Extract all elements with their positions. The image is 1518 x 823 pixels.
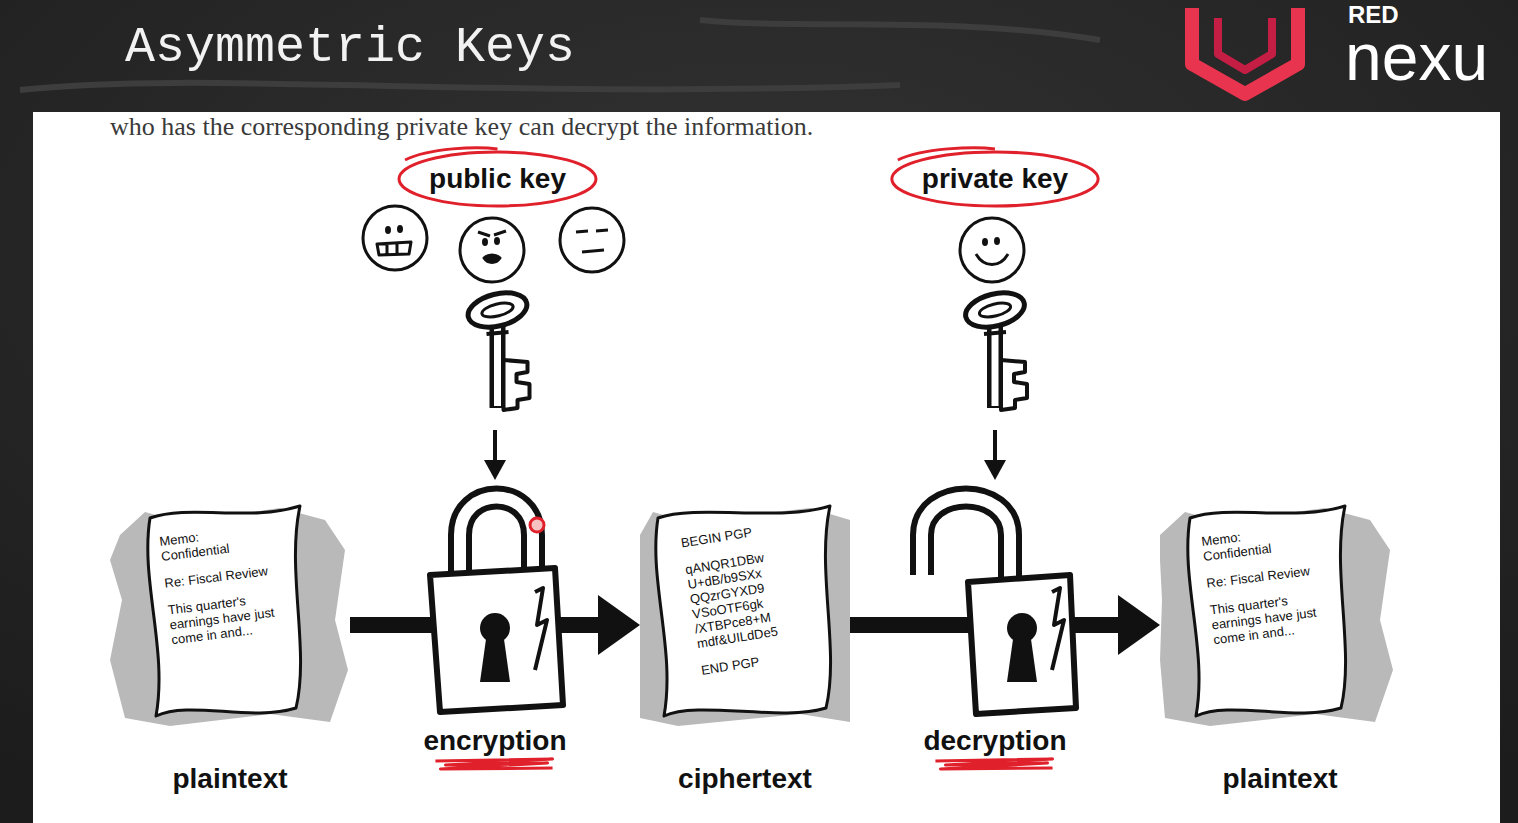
padlock: encryption bbox=[415, 480, 575, 785]
face-eye bbox=[482, 238, 488, 246]
document-text: This quarter's earnings have just come i… bbox=[167, 590, 280, 648]
lock-shine bbox=[1052, 588, 1064, 670]
arrow-connector bbox=[984, 430, 1006, 480]
arrow-head bbox=[484, 460, 506, 480]
arrow-shaft bbox=[350, 617, 415, 633]
key-figure bbox=[962, 287, 1028, 410]
arrow-connector bbox=[575, 595, 640, 655]
logo-hexagon bbox=[1192, 8, 1298, 94]
face-eye bbox=[994, 237, 1000, 245]
title-holder: Asymmetric Keys bbox=[125, 20, 575, 75]
document-sheet: Memo: ConfidentialRe: Fiscal ReviewThis … bbox=[1160, 500, 1400, 810]
lock-keyhole bbox=[1007, 632, 1037, 682]
key-holder-figure: public key bbox=[360, 140, 635, 430]
document-sheet: Memo: ConfidentialRe: Fiscal ReviewThis … bbox=[110, 500, 350, 810]
arrow-shaft bbox=[993, 430, 997, 462]
paper-sheet bbox=[148, 506, 301, 716]
lock-body bbox=[968, 575, 1076, 714]
red-circle-mark bbox=[892, 152, 1098, 206]
arrow-bar-stub bbox=[910, 617, 974, 633]
lock-shackle-light bbox=[922, 498, 1010, 581]
key-ring-hole bbox=[978, 300, 1012, 319]
key-ring-hole bbox=[481, 300, 515, 319]
lock-caption: decryption bbox=[923, 724, 1066, 758]
red-circle-tail bbox=[898, 148, 995, 160]
arrow-head bbox=[984, 460, 1006, 480]
face-outline bbox=[460, 218, 524, 282]
arrow-connector bbox=[850, 625, 910, 626]
arrow-shaft bbox=[850, 617, 910, 633]
arrow-shaft bbox=[575, 617, 600, 633]
arrow-connector bbox=[1080, 595, 1160, 655]
key-bit bbox=[1001, 360, 1027, 410]
red-scribble bbox=[435, 759, 552, 769]
face-outline bbox=[560, 208, 624, 272]
pointer-cursor bbox=[530, 518, 544, 532]
key-ring bbox=[962, 287, 1028, 333]
red-scribble bbox=[935, 759, 1052, 769]
arrow-connector bbox=[350, 625, 415, 626]
face-figure bbox=[460, 218, 524, 282]
face-eye bbox=[982, 238, 988, 246]
excerpt-text: who has the corresponding private key ca… bbox=[110, 113, 813, 142]
logo-hexagon-inner bbox=[1218, 18, 1272, 70]
key-collar bbox=[984, 332, 1006, 334]
paper-sheet bbox=[656, 506, 831, 716]
document-text: Re: Fiscal Review bbox=[164, 564, 273, 592]
document-caption: ciphertext bbox=[678, 762, 812, 796]
face-eye bbox=[385, 226, 391, 234]
face-mouth bbox=[976, 254, 1008, 265]
lock-shine bbox=[535, 588, 547, 670]
face-eyes bbox=[576, 230, 608, 232]
label-holder: nexu bbox=[1345, 24, 1488, 90]
key-shaft-light bbox=[992, 328, 999, 406]
arrow-shaft bbox=[493, 430, 497, 462]
face-outline bbox=[363, 206, 427, 270]
document-text: qANQR1DBw U+dB/b9SXx QQzrGYXD9 VSoOTF6gk… bbox=[684, 548, 795, 652]
key-bit bbox=[504, 360, 530, 410]
lock-shackle bbox=[922, 498, 1010, 581]
key-label: private key bbox=[922, 162, 1068, 196]
document-text: Re: Fiscal Review bbox=[1206, 564, 1315, 592]
face-mouth bbox=[377, 242, 411, 255]
document-text: END PGP bbox=[700, 648, 799, 678]
face-mouth bbox=[582, 250, 604, 252]
document-caption: plaintext bbox=[172, 762, 287, 796]
key-label: public key bbox=[429, 162, 566, 196]
face-eye bbox=[397, 225, 403, 233]
arrow-connector bbox=[484, 430, 506, 480]
lock-caption: encryption bbox=[423, 724, 566, 758]
red-circle-mark bbox=[399, 152, 596, 206]
key-collar bbox=[487, 332, 509, 334]
face-outline bbox=[960, 218, 1024, 282]
arrow-shaft bbox=[1080, 617, 1120, 633]
arrow-head bbox=[1118, 595, 1160, 655]
lock-body bbox=[430, 568, 563, 712]
document-text: This quarter's earnings have just come i… bbox=[1209, 590, 1322, 648]
paper-sheet bbox=[1188, 506, 1346, 716]
face-figure bbox=[560, 208, 624, 272]
face-figure bbox=[960, 218, 1024, 282]
key-shaft-light bbox=[494, 328, 501, 406]
chalk-smudge bbox=[20, 20, 1100, 90]
logo-text: nexu bbox=[1345, 24, 1488, 90]
key-holder-figure: private key bbox=[870, 140, 1120, 430]
key-figure bbox=[465, 287, 531, 410]
red-circle-tail bbox=[405, 148, 497, 160]
face-eye bbox=[494, 237, 500, 245]
label-holder: who has the corresponding private key ca… bbox=[110, 113, 813, 142]
key-ring bbox=[465, 287, 531, 333]
slide-title: Asymmetric Keys bbox=[125, 20, 575, 75]
lock-keyhole bbox=[480, 632, 510, 682]
face-mouth bbox=[484, 255, 500, 263]
arrow-head bbox=[598, 595, 640, 655]
document-caption: plaintext bbox=[1222, 762, 1337, 796]
document-sheet: BEGIN PGPqANQR1DBw U+dB/b9SXx QQzrGYXD9 … bbox=[640, 500, 850, 810]
white-panel bbox=[33, 112, 1500, 823]
face-figure bbox=[363, 206, 427, 270]
padlock: decryption bbox=[910, 480, 1080, 785]
face-brows bbox=[478, 231, 506, 236]
